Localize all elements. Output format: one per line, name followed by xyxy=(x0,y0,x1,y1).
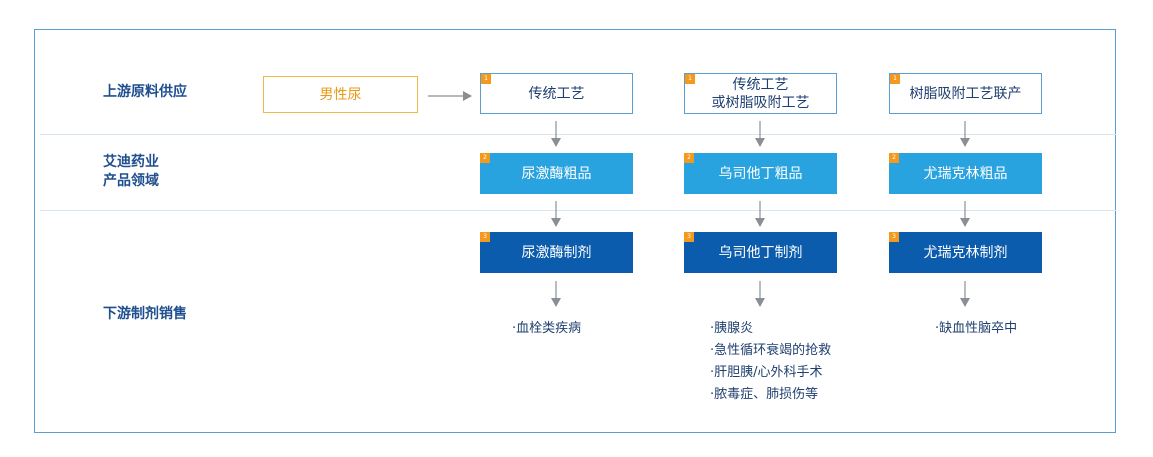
process-3-line1: 树脂吸附工艺联产 xyxy=(909,85,1022,102)
formulation-3-label: 尤瑞克林制剂 xyxy=(923,244,1008,261)
row-divider-2 xyxy=(40,210,1116,211)
application-item: ·急性循环衰竭的抢救 xyxy=(710,343,832,358)
row-label-company: 艾迪药业 产品领域 xyxy=(103,153,159,191)
row-divider-1 xyxy=(40,134,1116,135)
diagram-frame xyxy=(34,29,1116,433)
badge-2: 2 xyxy=(684,153,694,163)
application-item: ·肝胆胰/心外科手术 xyxy=(710,365,823,380)
formulation-1-label: 尿激酶制剂 xyxy=(521,244,592,261)
process-2-label: 传统工艺 或树脂吸附工艺 xyxy=(712,76,810,112)
row-label-upstream: 上游原料供应 xyxy=(103,83,187,102)
crude-box-3: 2 尤瑞克林粗品 xyxy=(889,153,1042,194)
crude-1-label: 尿激酶粗品 xyxy=(521,165,592,182)
formulation-box-3: 3 尤瑞克林制剂 xyxy=(889,232,1042,273)
applications-1: ·血栓类疾病 xyxy=(512,318,581,340)
row-label-company-line2: 产品领域 xyxy=(103,173,159,189)
crude-2-label: 乌司他丁粗品 xyxy=(718,165,803,182)
application-item: ·胰腺炎 xyxy=(710,321,754,336)
crude-3-label: 尤瑞克林粗品 xyxy=(923,165,1008,182)
row-label-downstream-text: 下游制剂销售 xyxy=(103,306,187,322)
application-item: ·缺血性脑卒中 xyxy=(935,321,1018,336)
process-2-line2: 或树脂吸附工艺 xyxy=(711,94,810,111)
formulation-2-label: 乌司他丁制剂 xyxy=(718,244,803,261)
process-2-line1: 传统工艺 xyxy=(732,76,789,93)
crude-box-2: 2 乌司他丁粗品 xyxy=(684,153,837,194)
badge-3: 3 xyxy=(684,232,694,242)
application-item: ·脓毒症、肺损伤等 xyxy=(710,387,819,402)
formulation-box-1: 3 尿激酶制剂 xyxy=(480,232,633,273)
raw-material-box: 男性尿 xyxy=(263,76,418,113)
badge-2: 2 xyxy=(480,153,490,163)
badge-1: 1 xyxy=(890,74,900,84)
badge-3: 3 xyxy=(889,232,899,242)
raw-material-label: 男性尿 xyxy=(319,86,362,103)
badge-2: 2 xyxy=(889,153,899,163)
process-box-2: 1 传统工艺 或树脂吸附工艺 xyxy=(684,73,837,114)
badge-3: 3 xyxy=(480,232,490,242)
process-box-1: 1 传统工艺 xyxy=(480,73,633,114)
badge-1: 1 xyxy=(481,74,491,84)
badge-1: 1 xyxy=(685,74,695,84)
process-1-line1: 传统工艺 xyxy=(528,85,585,102)
row-label-downstream: 下游制剂销售 xyxy=(103,305,187,324)
crude-box-1: 2 尿激酶粗品 xyxy=(480,153,633,194)
applications-2: ·胰腺炎 ·急性循环衰竭的抢救 ·肝胆胰/心外科手术 ·脓毒症、肺损伤等 xyxy=(710,318,831,406)
process-box-3: 1 树脂吸附工艺联产 xyxy=(889,73,1042,114)
application-item: ·血栓类疾病 xyxy=(512,321,582,336)
formulation-box-2: 3 乌司他丁制剂 xyxy=(684,232,837,273)
applications-3: ·缺血性脑卒中 xyxy=(935,318,1017,340)
row-label-company-line1: 艾迪药业 xyxy=(103,154,159,170)
row-label-upstream-text: 上游原料供应 xyxy=(103,84,187,100)
